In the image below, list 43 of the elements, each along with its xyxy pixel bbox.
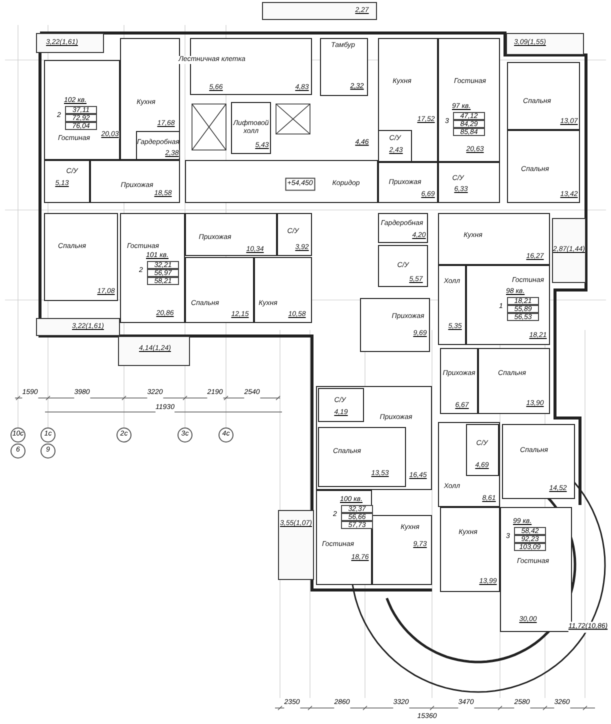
room — [466, 265, 550, 345]
room — [440, 507, 500, 592]
room — [254, 257, 312, 323]
room — [378, 213, 428, 243]
room — [231, 102, 271, 154]
room — [372, 515, 432, 585]
room — [120, 213, 185, 323]
room — [507, 130, 580, 203]
room — [438, 422, 500, 507]
room — [185, 160, 378, 203]
balcony — [36, 318, 120, 336]
room — [44, 160, 90, 203]
balcony — [262, 2, 377, 20]
balcony — [118, 336, 190, 366]
room — [316, 386, 432, 490]
room — [438, 265, 466, 345]
room — [466, 424, 499, 476]
room — [378, 130, 412, 162]
room — [438, 213, 550, 265]
room — [44, 213, 118, 301]
room — [378, 245, 428, 287]
room — [185, 257, 254, 323]
room — [440, 348, 478, 414]
room — [378, 162, 438, 203]
room — [438, 162, 500, 203]
balcony — [506, 33, 584, 55]
balcony — [552, 218, 586, 283]
room — [502, 424, 575, 499]
balcony — [36, 33, 104, 53]
room — [318, 388, 364, 422]
room — [507, 62, 580, 130]
room — [378, 38, 438, 162]
room — [277, 213, 312, 256]
room — [44, 60, 120, 160]
room — [320, 38, 368, 96]
balcony — [278, 510, 314, 580]
room — [478, 348, 550, 414]
room — [90, 160, 180, 203]
room — [360, 298, 430, 352]
room — [318, 427, 406, 487]
room — [120, 38, 180, 160]
room — [185, 213, 277, 256]
room — [438, 38, 500, 162]
